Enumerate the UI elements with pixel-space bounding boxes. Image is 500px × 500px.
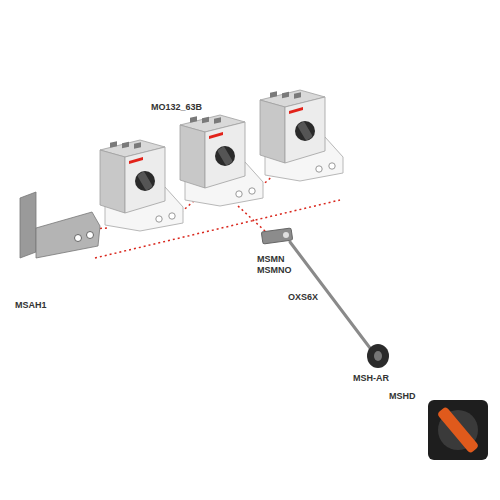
adapter-bracket: [20, 192, 100, 258]
part-label: MO132_63B: [150, 102, 203, 113]
ring-body: [367, 344, 389, 368]
part-label: MSH-AR: [352, 373, 390, 384]
motor-starter: [260, 90, 343, 181]
bracket-hole: [75, 235, 82, 242]
bracket-arm: [36, 212, 100, 258]
handle-base: [428, 400, 488, 460]
shaft-coupling: [261, 228, 292, 244]
assembly-line: [238, 206, 266, 232]
part-label: MSHD: [388, 391, 417, 402]
motor-starter: [100, 140, 183, 231]
motor-starter: [180, 115, 263, 206]
door-handle: [428, 400, 488, 460]
bracket-hole: [87, 232, 94, 239]
coupling-body: [261, 228, 292, 244]
coupling-hole: [283, 232, 289, 238]
ring-hole: [374, 351, 382, 361]
part-label: OXS6X: [287, 292, 319, 303]
adapter-ring: [367, 344, 389, 368]
part-label: MSMN: [256, 254, 286, 265]
part-label: MSMNO: [256, 265, 293, 276]
bracket-plate: [20, 192, 36, 258]
part-label: MSAH1: [14, 300, 48, 311]
handle-lever: [437, 406, 480, 454]
